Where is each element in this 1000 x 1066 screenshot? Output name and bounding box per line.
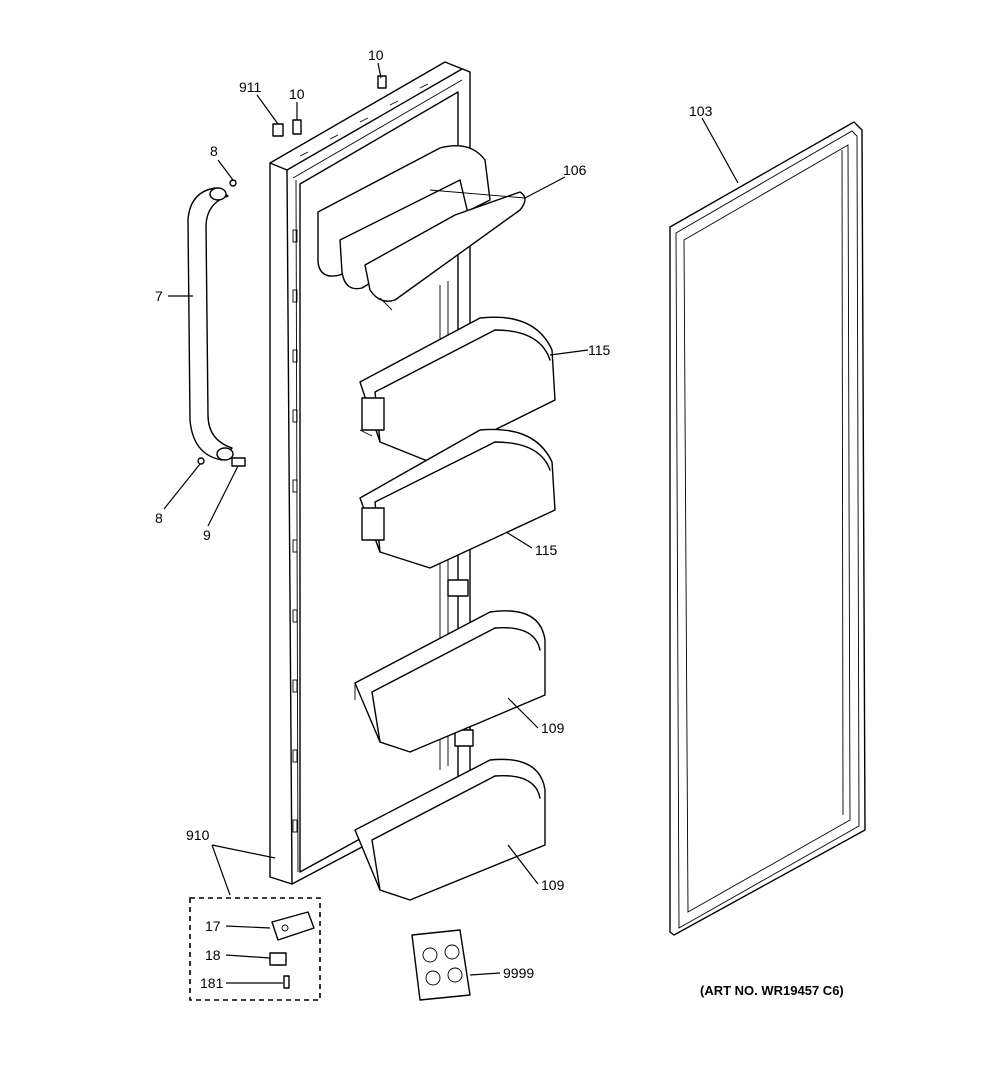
part-9999 — [411, 929, 471, 1001]
cap-911 — [272, 123, 284, 137]
door-bin-115-lower — [359, 428, 556, 569]
callout-labels: 10 911 10 8 103 106 7 115 8 9 115 109 91… — [155, 47, 713, 991]
hinge-kit-910 — [189, 897, 321, 1001]
callout-109-upper: 109 — [541, 720, 565, 736]
callout-7: 7 — [155, 288, 163, 304]
callout-8-bottom: 8 — [155, 510, 163, 526]
callout-10-left: 10 — [289, 86, 305, 102]
liner-tab-upper — [447, 579, 469, 597]
callout-9999: 9999 — [503, 965, 534, 981]
door-bin-115-upper — [359, 316, 556, 463]
handle-7 — [187, 187, 234, 461]
door-bin-109-upper — [354, 610, 546, 753]
screw-10-left — [292, 119, 302, 135]
callout-103: 103 — [689, 103, 713, 119]
callout-911: 911 — [239, 79, 262, 95]
dispenser-bin-106 — [317, 145, 526, 311]
side-edge-notches — [292, 229, 298, 833]
callout-17: 17 — [205, 918, 221, 934]
stud-9 — [231, 457, 246, 467]
hinge-plate-17 — [271, 911, 315, 941]
callout-109-lower: 109 — [541, 877, 565, 893]
callout-910: 910 — [186, 827, 210, 843]
liner-tab-lower — [454, 729, 474, 747]
screw-10-top — [377, 75, 387, 89]
callout-181: 181 — [200, 975, 224, 991]
callout-115-upper: 115 — [588, 342, 611, 358]
screw-8-bottom — [197, 457, 205, 465]
door-bin-109-lower — [354, 758, 546, 901]
callout-8-top: 8 — [210, 143, 218, 159]
door-gasket-103 — [669, 121, 866, 936]
top-edge-slots — [299, 83, 429, 157]
art-number: (ART NO. WR19457 C6) — [700, 983, 844, 998]
screw-181 — [283, 975, 290, 989]
callout-9: 9 — [203, 527, 211, 543]
callout-18: 18 — [205, 947, 221, 963]
callout-106: 106 — [563, 162, 587, 178]
callout-115-lower: 115 — [535, 542, 558, 558]
screw-8-top — [229, 179, 237, 187]
leader-lines — [163, 62, 739, 984]
callout-10-top: 10 — [368, 47, 384, 63]
